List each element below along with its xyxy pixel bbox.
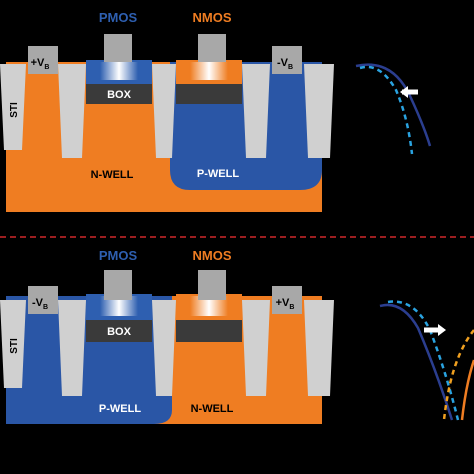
- curve-dashed: [359, 65, 414, 155]
- pmos-label: PMOS: [99, 248, 138, 263]
- box-label: BOX: [107, 326, 132, 338]
- sti-trench: [0, 300, 26, 388]
- sti-trench: [304, 300, 334, 396]
- sti-trench: [58, 300, 86, 396]
- threshold-curves-bottom: [379, 300, 474, 421]
- box-label: BOX: [107, 89, 132, 101]
- pmos-channel-glow: [100, 62, 138, 80]
- sti-label: STI: [9, 338, 20, 354]
- body-contact-right: [272, 286, 302, 314]
- sti-trench: [58, 64, 86, 158]
- curve-dashed: [387, 300, 460, 421]
- n-well-label: N-WELL: [91, 169, 134, 181]
- box-layer-left: [86, 84, 152, 104]
- panel-bottom: PMOS NMOS -VB +VB STI BOX P-WELL N-WELL: [0, 248, 474, 424]
- sti-trench: [242, 300, 270, 396]
- nmos-label: NMOS: [193, 10, 232, 25]
- box-layer-right: [176, 320, 242, 342]
- sti-trench: [304, 64, 334, 158]
- pmos-label: PMOS: [99, 10, 138, 25]
- curve-orange: [460, 359, 474, 421]
- pmos-gate: [104, 34, 132, 62]
- pmos-channel-glow: [100, 296, 138, 316]
- nmos-gate: [198, 34, 226, 62]
- left-bias-label: -VB: [32, 297, 48, 311]
- curve-orange-dashed: [442, 329, 474, 421]
- n-well-label: N-WELL: [191, 403, 234, 415]
- left-bias-label: +VB: [31, 57, 50, 71]
- right-bias-label: +VB: [276, 297, 295, 311]
- p-well-label: P-WELL: [99, 403, 141, 415]
- body-contact-right: [272, 46, 302, 74]
- right-bias-label: -VB: [277, 57, 293, 71]
- sti-trench: [152, 300, 176, 396]
- nmos-channel-glow: [190, 62, 228, 80]
- body-contact-left: [28, 286, 58, 314]
- nmos-channel-glow: [190, 296, 228, 316]
- curve-solid: [355, 63, 432, 147]
- box-layer-left: [86, 320, 152, 342]
- right-arrow-icon: [438, 324, 446, 336]
- nmos-gate: [198, 270, 226, 300]
- curve-solid: [379, 303, 454, 421]
- nmos-label: NMOS: [193, 248, 232, 263]
- threshold-curves-top: [355, 63, 432, 155]
- sti-trench: [0, 64, 26, 150]
- left-arrow-icon: [400, 86, 408, 98]
- sti-trench: [242, 64, 270, 158]
- body-contact-left: [28, 46, 58, 74]
- sti-label: STI: [9, 102, 20, 118]
- panel-top: PMOS NMOS +VB -VB STI BOX N-WELL P-WELL: [0, 10, 432, 212]
- box-layer-right: [176, 84, 242, 104]
- pmos-gate: [104, 270, 132, 300]
- sti-trench: [152, 64, 176, 158]
- p-well-label: P-WELL: [197, 168, 239, 180]
